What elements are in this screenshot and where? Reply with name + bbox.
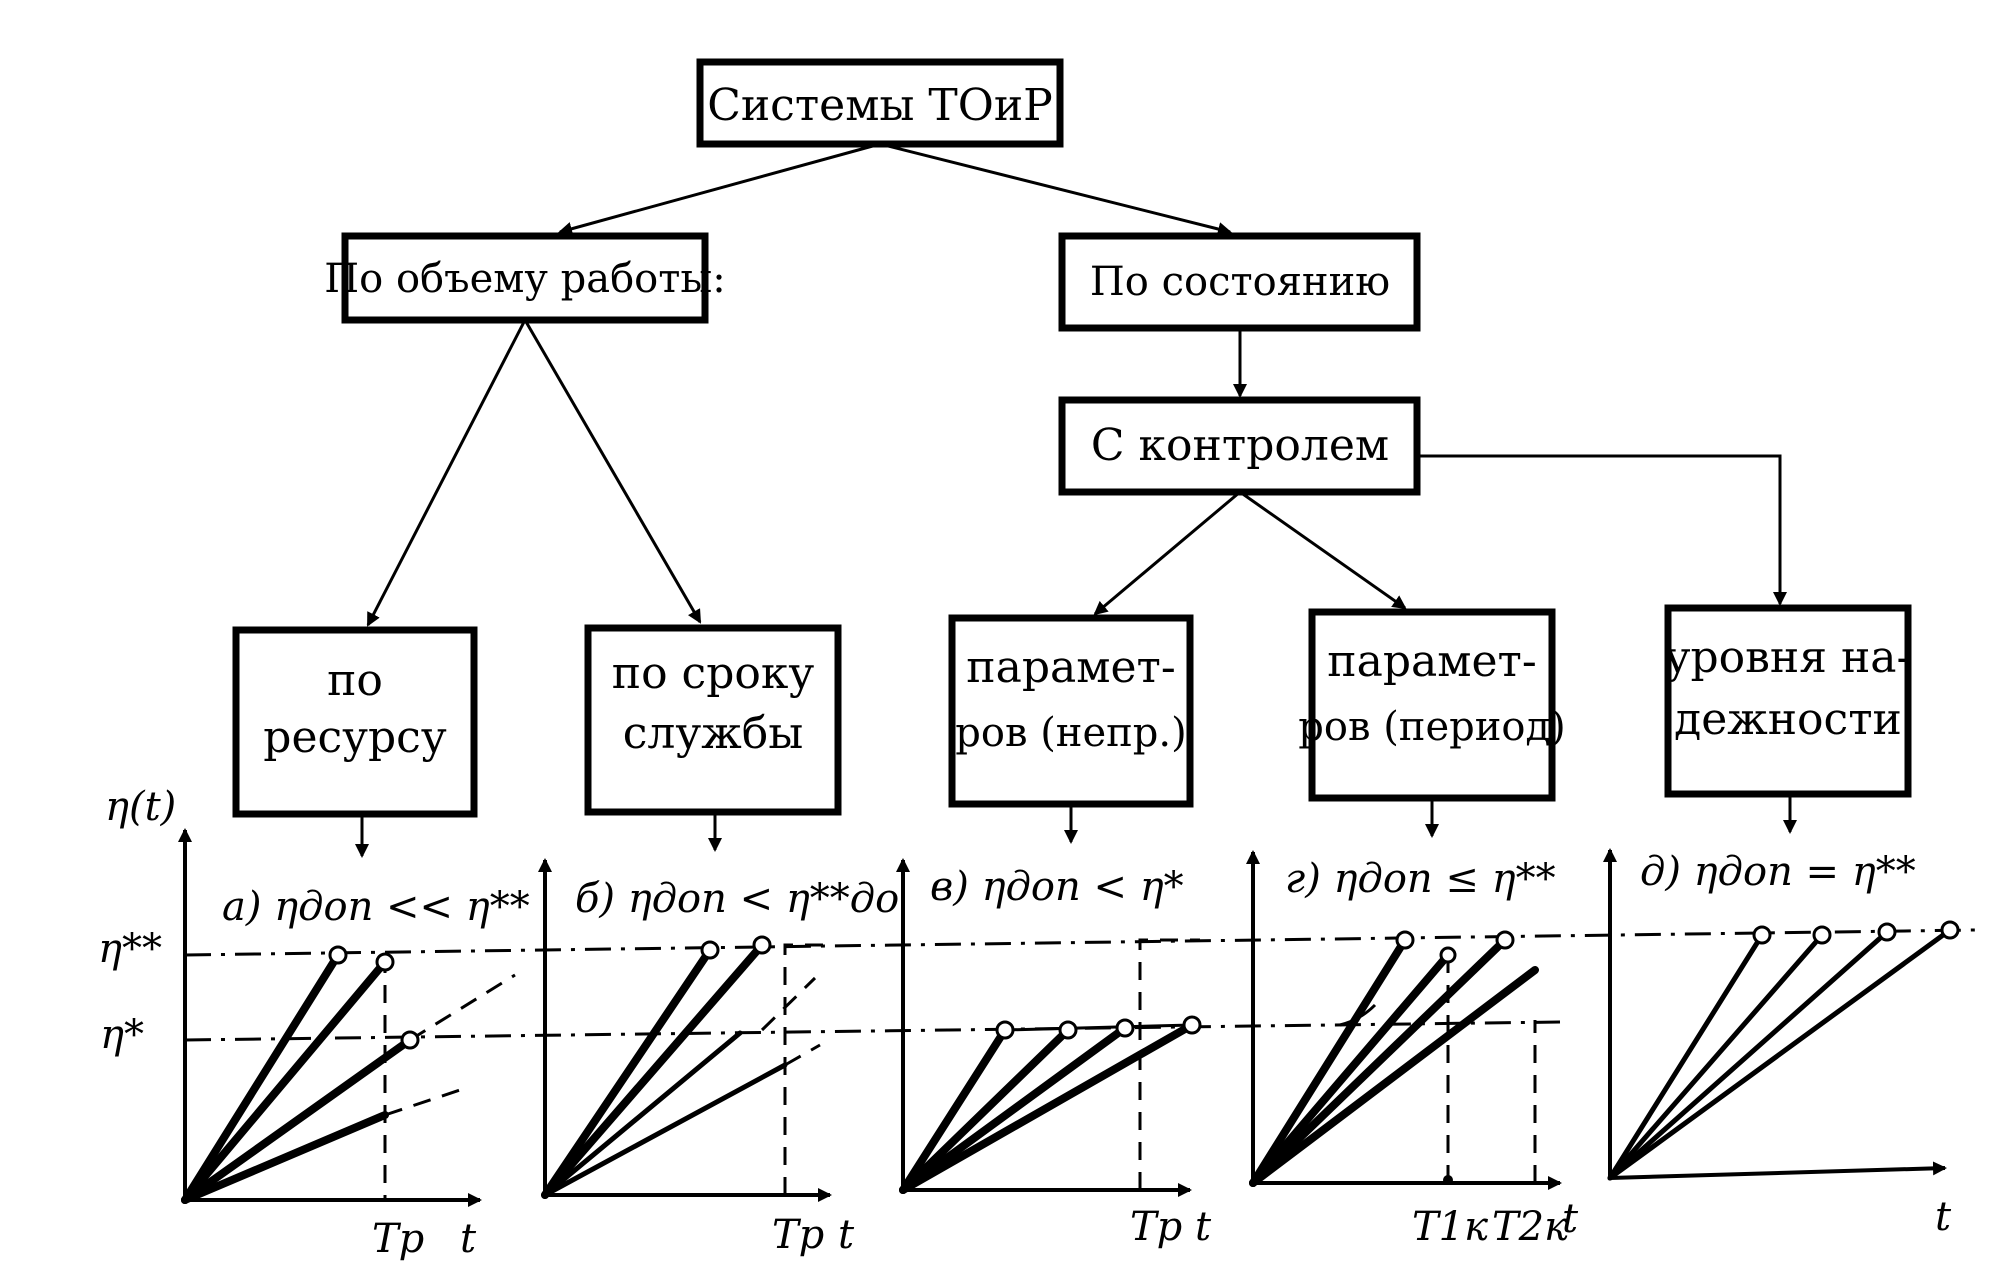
leaf-label-line1: уровня на- — [1665, 632, 1912, 683]
plot-a: а) ηдоп << η** Tр t — [178, 828, 530, 1262]
leaf-label-line1: по сроку — [612, 648, 815, 699]
root-node: Системы ТОиР — [696, 58, 1064, 148]
leaf-node-reliability: уровня на- дежности — [1664, 604, 1912, 798]
branch-left-label: По объему работы: — [324, 256, 725, 302]
leaf-node-resource: по ресурсу — [232, 626, 478, 818]
leaf-label-line2: ров (период) — [1298, 704, 1565, 750]
control-label: С контролем — [1091, 420, 1389, 471]
control-node: С контролем — [1058, 396, 1421, 496]
plot-b: б) ηдоп < η**до Tр t — [538, 858, 899, 1258]
plot-g-t1k-label: T1к — [1412, 1204, 1488, 1250]
branch-right-label: По состоянию — [1090, 259, 1390, 305]
leaf-label-line1: парамет- — [966, 642, 1175, 693]
plot-g-caption: г) ηдоп ≤ η** — [1285, 856, 1556, 902]
plot-a-caption: а) ηдоп << η** — [222, 884, 530, 930]
leaf-node-service-life: по сроку службы — [584, 624, 842, 816]
leaf-label-line1: парамет- — [1327, 636, 1536, 687]
plot-b-tp-label: Tр — [772, 1212, 824, 1258]
level-line-low — [184, 1020, 1561, 1042]
plot-b-caption: б) ηдоп < η**до — [575, 876, 899, 922]
branch-right-node: По состоянию — [1058, 232, 1421, 332]
level-high-label: η** — [98, 926, 162, 972]
leaf-label-line2: ров (непр.) — [955, 710, 1186, 756]
plot-v-caption: в) ηдоп < η* — [930, 864, 1184, 910]
plot-d-t-label: t — [1935, 1194, 1952, 1240]
leaf-node-params-continuous: парамет- ров (непр.) — [948, 614, 1194, 808]
plot-d: д) ηдоп = η** t — [1603, 848, 1960, 1240]
branch-left-node: По объему работы: — [324, 232, 726, 324]
leaf-label-line2: дежности — [1674, 694, 1902, 745]
plot-v: в) ηдоп < η* Tр t — [896, 858, 1212, 1250]
level-low-label: η* — [100, 1012, 144, 1058]
plot-d-caption: д) ηдоп = η** — [1640, 849, 1916, 895]
plot-g-t-label: t — [1562, 1196, 1579, 1242]
plot-a-tp-label: Tр — [372, 1216, 424, 1262]
leaf-node-params-periodic: парамет- ров (период) — [1298, 608, 1566, 802]
leaf-label-line1: по — [327, 655, 383, 706]
tree-connectors — [355, 142, 1797, 858]
y-axis-label: η(t) — [105, 784, 176, 830]
plot-g: г) ηдоп ≤ η** T1к T2к t — [1246, 850, 1579, 1250]
plot-v-t-label: t — [1195, 1204, 1212, 1250]
leaf-label-line2: ресурсу — [263, 712, 447, 763]
plot-a-t-label: t — [460, 1216, 477, 1262]
leaf-label-line2: службы — [623, 708, 803, 759]
plot-v-tp-label: Tр — [1130, 1204, 1182, 1250]
root-label: Системы ТОиР — [707, 80, 1053, 131]
level-line-high — [184, 928, 1976, 957]
plot-b-t-label: t — [838, 1212, 855, 1258]
level-lines — [184, 928, 1976, 1042]
plot-d-x-axis — [1609, 1161, 1947, 1180]
plot-g-t2k-label: T2к — [1492, 1204, 1568, 1250]
